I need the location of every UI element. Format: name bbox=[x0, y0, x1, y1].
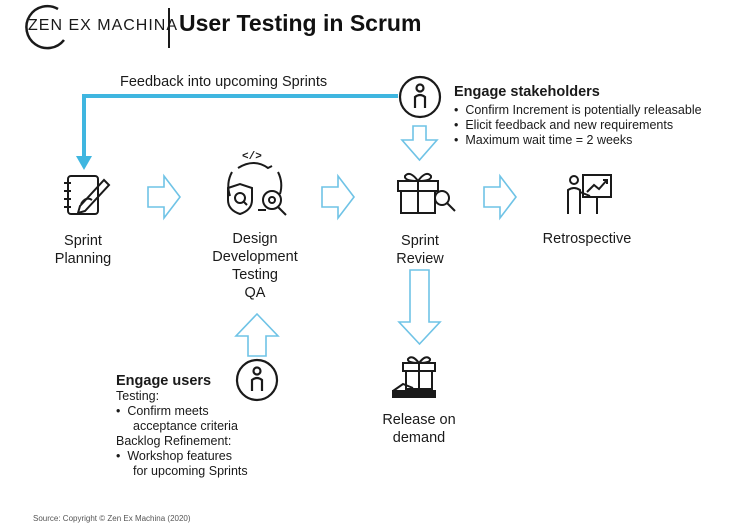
stage-label-line: Release on bbox=[382, 412, 456, 428]
gift-magnifier-icon bbox=[397, 172, 456, 214]
users-bullet-continuation: acceptance criteria bbox=[133, 419, 238, 433]
users-heading: Engage users bbox=[116, 373, 212, 389]
dev-cycle-icon: </> bbox=[227, 151, 287, 216]
stakeholders-bullet: • Elicit feedback and new requirements bbox=[454, 118, 674, 132]
arrow-users-to-build bbox=[234, 312, 280, 357]
stage-retrospective: Retrospective bbox=[542, 231, 632, 247]
users-bullet: • Confirm meets bbox=[116, 404, 209, 418]
stakeholders-heading: Engage stakeholders bbox=[454, 84, 600, 100]
bullet-text: Confirm meets bbox=[127, 404, 209, 418]
stage-label-line: Testing bbox=[232, 267, 278, 283]
feedback-label: Feedback into upcoming Sprints bbox=[120, 74, 328, 90]
stage-label-line: Planning bbox=[54, 251, 112, 267]
users-testing-label: Testing: bbox=[116, 389, 160, 403]
stage-label-line: QA bbox=[244, 285, 266, 301]
users-refinement-label: Backlog Refinement: bbox=[116, 434, 232, 448]
stage-label-line: Review bbox=[396, 251, 444, 267]
logo-text: ZEN EX MACHINA bbox=[28, 17, 179, 34]
bullet-text: Workshop features bbox=[127, 449, 233, 463]
hand-gift-icon bbox=[392, 356, 436, 398]
arrow-review-to-release bbox=[397, 269, 442, 346]
stakeholders-bullet: • Confirm Increment is potentially relea… bbox=[454, 103, 702, 117]
stage-sprint-review: Sprint Review bbox=[380, 232, 460, 268]
users-bullet-continuation: for upcoming Sprints bbox=[133, 464, 248, 478]
feedback-loop-arrow bbox=[76, 94, 398, 170]
presenter-chart-icon bbox=[567, 174, 612, 214]
arrow-review-to-retro bbox=[483, 173, 518, 221]
svg-text:</>: </> bbox=[242, 151, 262, 163]
stage-release: Release on demand bbox=[366, 411, 472, 447]
arrow-planning-to-build bbox=[147, 173, 182, 221]
users-panel: Engage users Testing: • Confirm meets ac… bbox=[116, 373, 248, 479]
zen-circle-icon bbox=[25, 4, 65, 50]
bullet-text: Confirm Increment is potentially releasa… bbox=[465, 103, 702, 117]
person-circle-icon bbox=[235, 358, 279, 402]
arrow-stakeholders-to-review bbox=[400, 125, 439, 162]
stakeholders-panel: Engage stakeholders • Confirm Increment … bbox=[454, 84, 702, 148]
arrow-build-to-review bbox=[321, 173, 356, 221]
stage-label-line: Sprint bbox=[64, 233, 102, 249]
users-bullet: • Workshop features bbox=[116, 449, 233, 463]
flow-arrows bbox=[147, 125, 518, 357]
person-circle-icon bbox=[398, 75, 442, 119]
stage-build: Design Development Testing QA bbox=[200, 230, 310, 302]
stage-label-line: Development bbox=[212, 249, 298, 265]
stage-label-line: Sprint bbox=[401, 233, 439, 249]
page-title: User Testing in Scrum bbox=[179, 10, 422, 36]
stakeholders-bullet: • Maximum wait time = 2 weeks bbox=[454, 133, 633, 147]
stage-label-line: demand bbox=[392, 430, 446, 446]
bullet-text: Maximum wait time = 2 weeks bbox=[465, 133, 633, 147]
notebook-pen-icon bbox=[64, 175, 111, 215]
stage-label-line: Design bbox=[232, 231, 278, 247]
source-note: Source: Copyright © Zen Ex Machina (2020… bbox=[33, 514, 191, 523]
stage-sprint-planning: Sprint Planning bbox=[40, 232, 126, 268]
header-divider bbox=[168, 8, 170, 48]
bullet-text: Elicit feedback and new requirements bbox=[465, 118, 674, 132]
